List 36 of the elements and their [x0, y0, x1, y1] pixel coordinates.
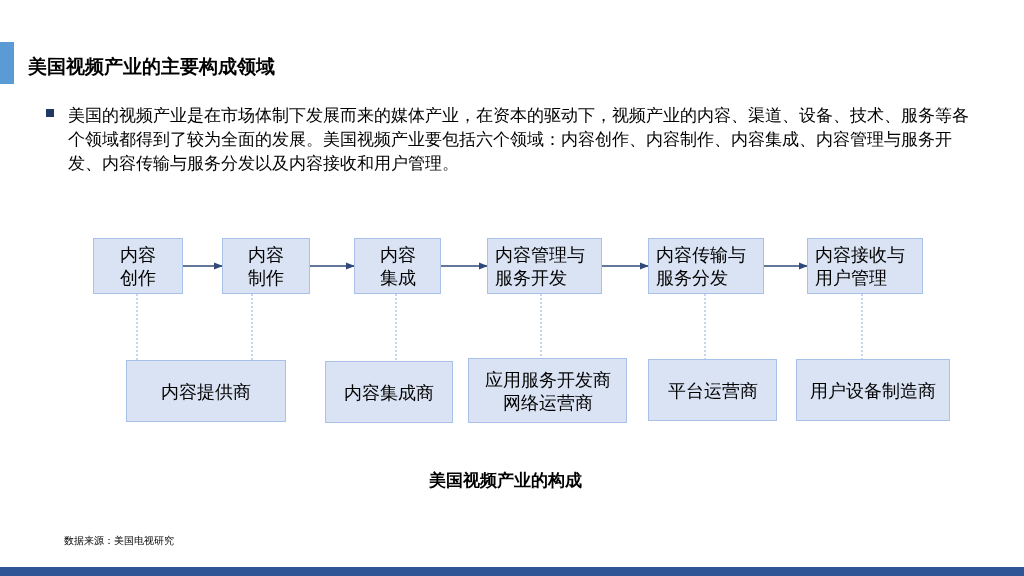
process-box — [325, 361, 453, 423]
dotted-connector — [540, 293, 542, 359]
box-label: 网络运营商 — [502, 390, 593, 414]
box-label: 内容传输与服务分发 — [656, 243, 747, 289]
process-box — [126, 360, 286, 422]
process-box — [468, 358, 627, 423]
arrow — [601, 262, 649, 270]
process-box — [487, 238, 602, 294]
paragraph: 美国的视频产业是在市场体制下发展而来的媒体产业，在资本的驱动下，视频产业的内容、渠道、设备、技术、服务等各个领域都得到了较为全面的发展。美国视频产业要包括六个领域：内容创作、内容制作、内容集成、内容管理与服务开发、内容传输与服务分发以及内容接收和用户管理。 — [68, 104, 970, 175]
box-label: 平台运营商 — [667, 378, 758, 402]
box-label: 内容集成商 — [344, 380, 434, 404]
source-note: 数据来源：美国电视研究 — [64, 534, 174, 548]
box-label: 应用服务开发商 — [484, 367, 611, 391]
arrow — [182, 262, 223, 270]
box-label: 内容集成 — [379, 243, 416, 289]
process-box — [222, 238, 310, 294]
box-label: 用户设备制造商 — [810, 378, 936, 402]
figure-caption: 美国视频产业的构成 — [427, 469, 583, 492]
arrow — [440, 262, 488, 270]
dotted-connector — [251, 293, 253, 361]
dotted-connector — [395, 293, 397, 362]
process-box — [93, 238, 183, 294]
slide-title: 美国视频产业的主要构成领域 — [28, 54, 275, 79]
box-label: 内容管理与服务开发 — [495, 243, 586, 289]
process-box — [807, 238, 923, 294]
process-box — [648, 238, 764, 294]
arrow — [763, 262, 808, 270]
box-label: 内容提供商 — [161, 379, 251, 403]
box-label: 内容制作 — [248, 243, 284, 289]
process-box — [354, 238, 441, 294]
arrow — [309, 262, 355, 270]
box-label: 内容创作 — [120, 243, 156, 289]
dotted-connector — [136, 293, 138, 361]
process-box — [796, 359, 950, 421]
process-box — [648, 359, 777, 421]
box-label: 内容接收与用户管理 — [815, 243, 906, 289]
